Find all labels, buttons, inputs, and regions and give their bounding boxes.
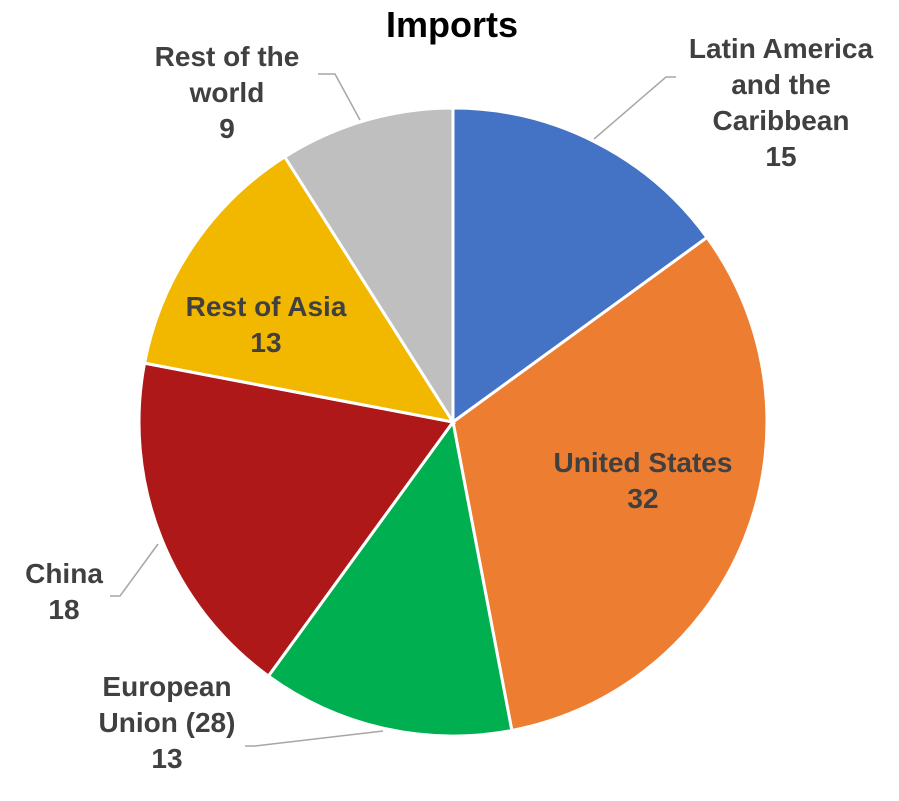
data-label-value: 13 [250,327,281,358]
data-label-category: Union (28) [99,707,236,738]
data-label-category: Rest of Asia [186,291,347,322]
pie-slices [137,106,769,738]
data-label-value: 13 [151,743,182,774]
data-label-value: 18 [48,594,79,625]
data-label-category: and the [731,69,831,100]
pie-slice-latin-america [451,106,710,425]
leader-line-european-union [245,730,384,747]
chart-title: Imports [386,4,518,45]
data-label-category: Rest of the [155,41,300,72]
pie-slice-china [137,361,456,679]
data-label-category: world [189,77,265,108]
pie-slice-european-union [266,418,514,738]
data-label-united-states: United States 32 [554,447,733,514]
leader-lines [110,73,676,747]
leader-line-china [110,543,159,597]
pie-slice-rest-of-world [282,106,455,428]
leader-line-rest-of-world [318,73,361,121]
data-label-category: United States [554,447,733,478]
leader-line-latin-america [593,76,676,140]
pie-slice-rest-of-asia [142,154,457,425]
data-label-rest-of-world: Rest of the world 9 [155,41,300,144]
data-label-category: Latin America [689,33,874,64]
pie-slice-united-states [451,235,769,733]
data-label-category: China [25,558,103,589]
data-label-china: China 18 [25,558,103,625]
data-label-value: 9 [219,113,235,144]
data-label-value: 32 [627,483,658,514]
data-label-category: European [102,671,231,702]
data-label-value: 15 [765,141,796,172]
data-label-rest-of-asia: Rest of Asia 13 [186,291,347,358]
data-label-category: Caribbean [713,105,850,136]
